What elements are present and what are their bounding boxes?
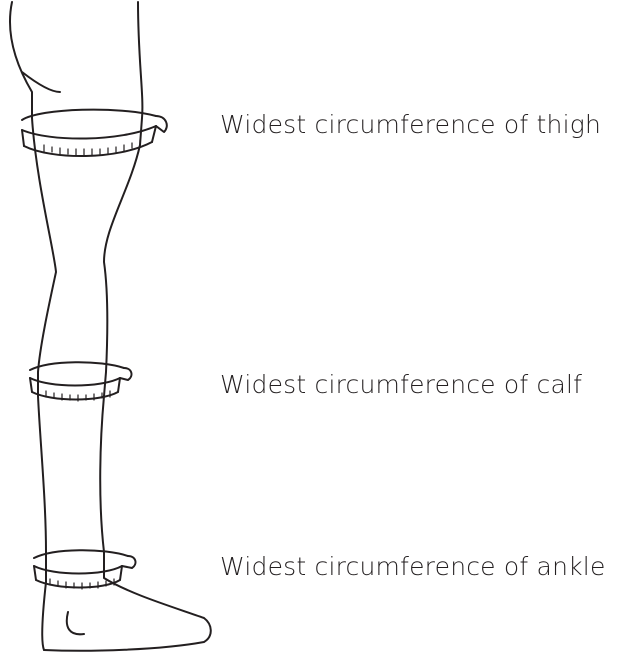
calf-tape-end (120, 368, 131, 380)
calf-tape-ticks (46, 391, 110, 401)
ankle-tape (34, 550, 135, 589)
ankle-measurement-label: Widest circumference of ankle (220, 552, 606, 581)
thigh-tape (22, 110, 167, 156)
thigh-tape-back (22, 110, 156, 120)
ankle-tape-front-top (34, 566, 122, 574)
thigh-tape-end (156, 116, 167, 132)
calf-measurement-label: Widest circumference of calf (220, 370, 582, 399)
calf-tape-front-top (30, 378, 120, 386)
heel-detail (67, 612, 84, 634)
leg-right-contour (44, 2, 211, 651)
calf-tape-back (30, 362, 124, 370)
thigh-measurement-label: Widest circumference of thigh (220, 110, 601, 139)
calf-tape (30, 362, 131, 401)
buttock-crease (22, 72, 60, 92)
thigh-tape-front-bottom (24, 142, 152, 156)
ankle-tape-back (34, 550, 128, 558)
ankle-tape-ticks (50, 579, 114, 589)
thigh-tape-ticks (44, 140, 140, 156)
leg-outline (10, 2, 211, 651)
ankle-tape-end (122, 556, 135, 568)
thigh-tape-front-top (22, 126, 156, 139)
